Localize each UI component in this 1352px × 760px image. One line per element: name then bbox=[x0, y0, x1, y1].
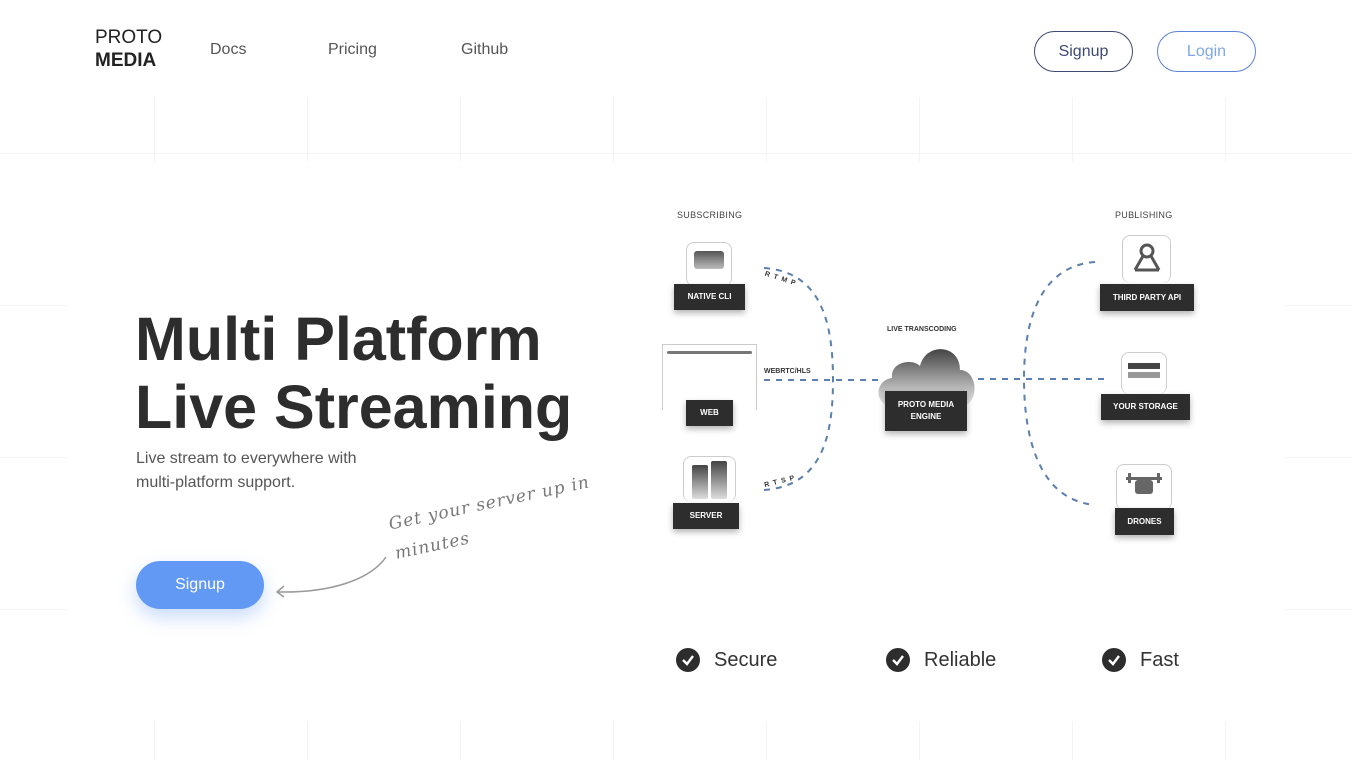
target-your-storage: YOUR STORAGE bbox=[1101, 394, 1190, 420]
source-native-cli: NATIVE CLI bbox=[674, 284, 745, 310]
browser-icon bbox=[662, 344, 757, 410]
check-icon bbox=[1102, 648, 1126, 672]
check-icon bbox=[676, 648, 700, 672]
transcoding-label: LIVE TRANSCODING bbox=[887, 326, 957, 333]
header-login-button[interactable]: Login bbox=[1157, 31, 1256, 72]
webhook-icon bbox=[1122, 235, 1171, 283]
protocol-webrtc: WEBRTC/HLS bbox=[764, 368, 811, 375]
storage-icon bbox=[1121, 352, 1167, 394]
source-web: WEB bbox=[686, 400, 733, 426]
hero-signup-button[interactable]: Signup bbox=[136, 561, 264, 609]
feature-fast: Fast bbox=[1102, 648, 1179, 672]
nav-github[interactable]: Github bbox=[461, 41, 509, 58]
server-icon bbox=[683, 456, 736, 502]
nav-docs[interactable]: Docs bbox=[210, 41, 247, 58]
drone-icon bbox=[1116, 464, 1172, 510]
desktop-icon bbox=[686, 242, 732, 286]
nav-pricing[interactable]: Pricing bbox=[328, 41, 377, 58]
header-signup-button[interactable]: Signup bbox=[1034, 31, 1133, 72]
feature-reliable: Reliable bbox=[886, 648, 996, 672]
subscribing-label: SUBSCRIBING bbox=[677, 210, 743, 220]
target-drones: DRONES bbox=[1115, 508, 1174, 535]
feature-secure: Secure bbox=[676, 648, 777, 672]
check-icon bbox=[886, 648, 910, 672]
target-third-party-api: THIRD PARTY API bbox=[1100, 284, 1194, 311]
arrow-icon bbox=[275, 556, 387, 598]
publishing-label: PUBLISHING bbox=[1115, 210, 1173, 220]
source-server: SERVER bbox=[673, 503, 739, 529]
